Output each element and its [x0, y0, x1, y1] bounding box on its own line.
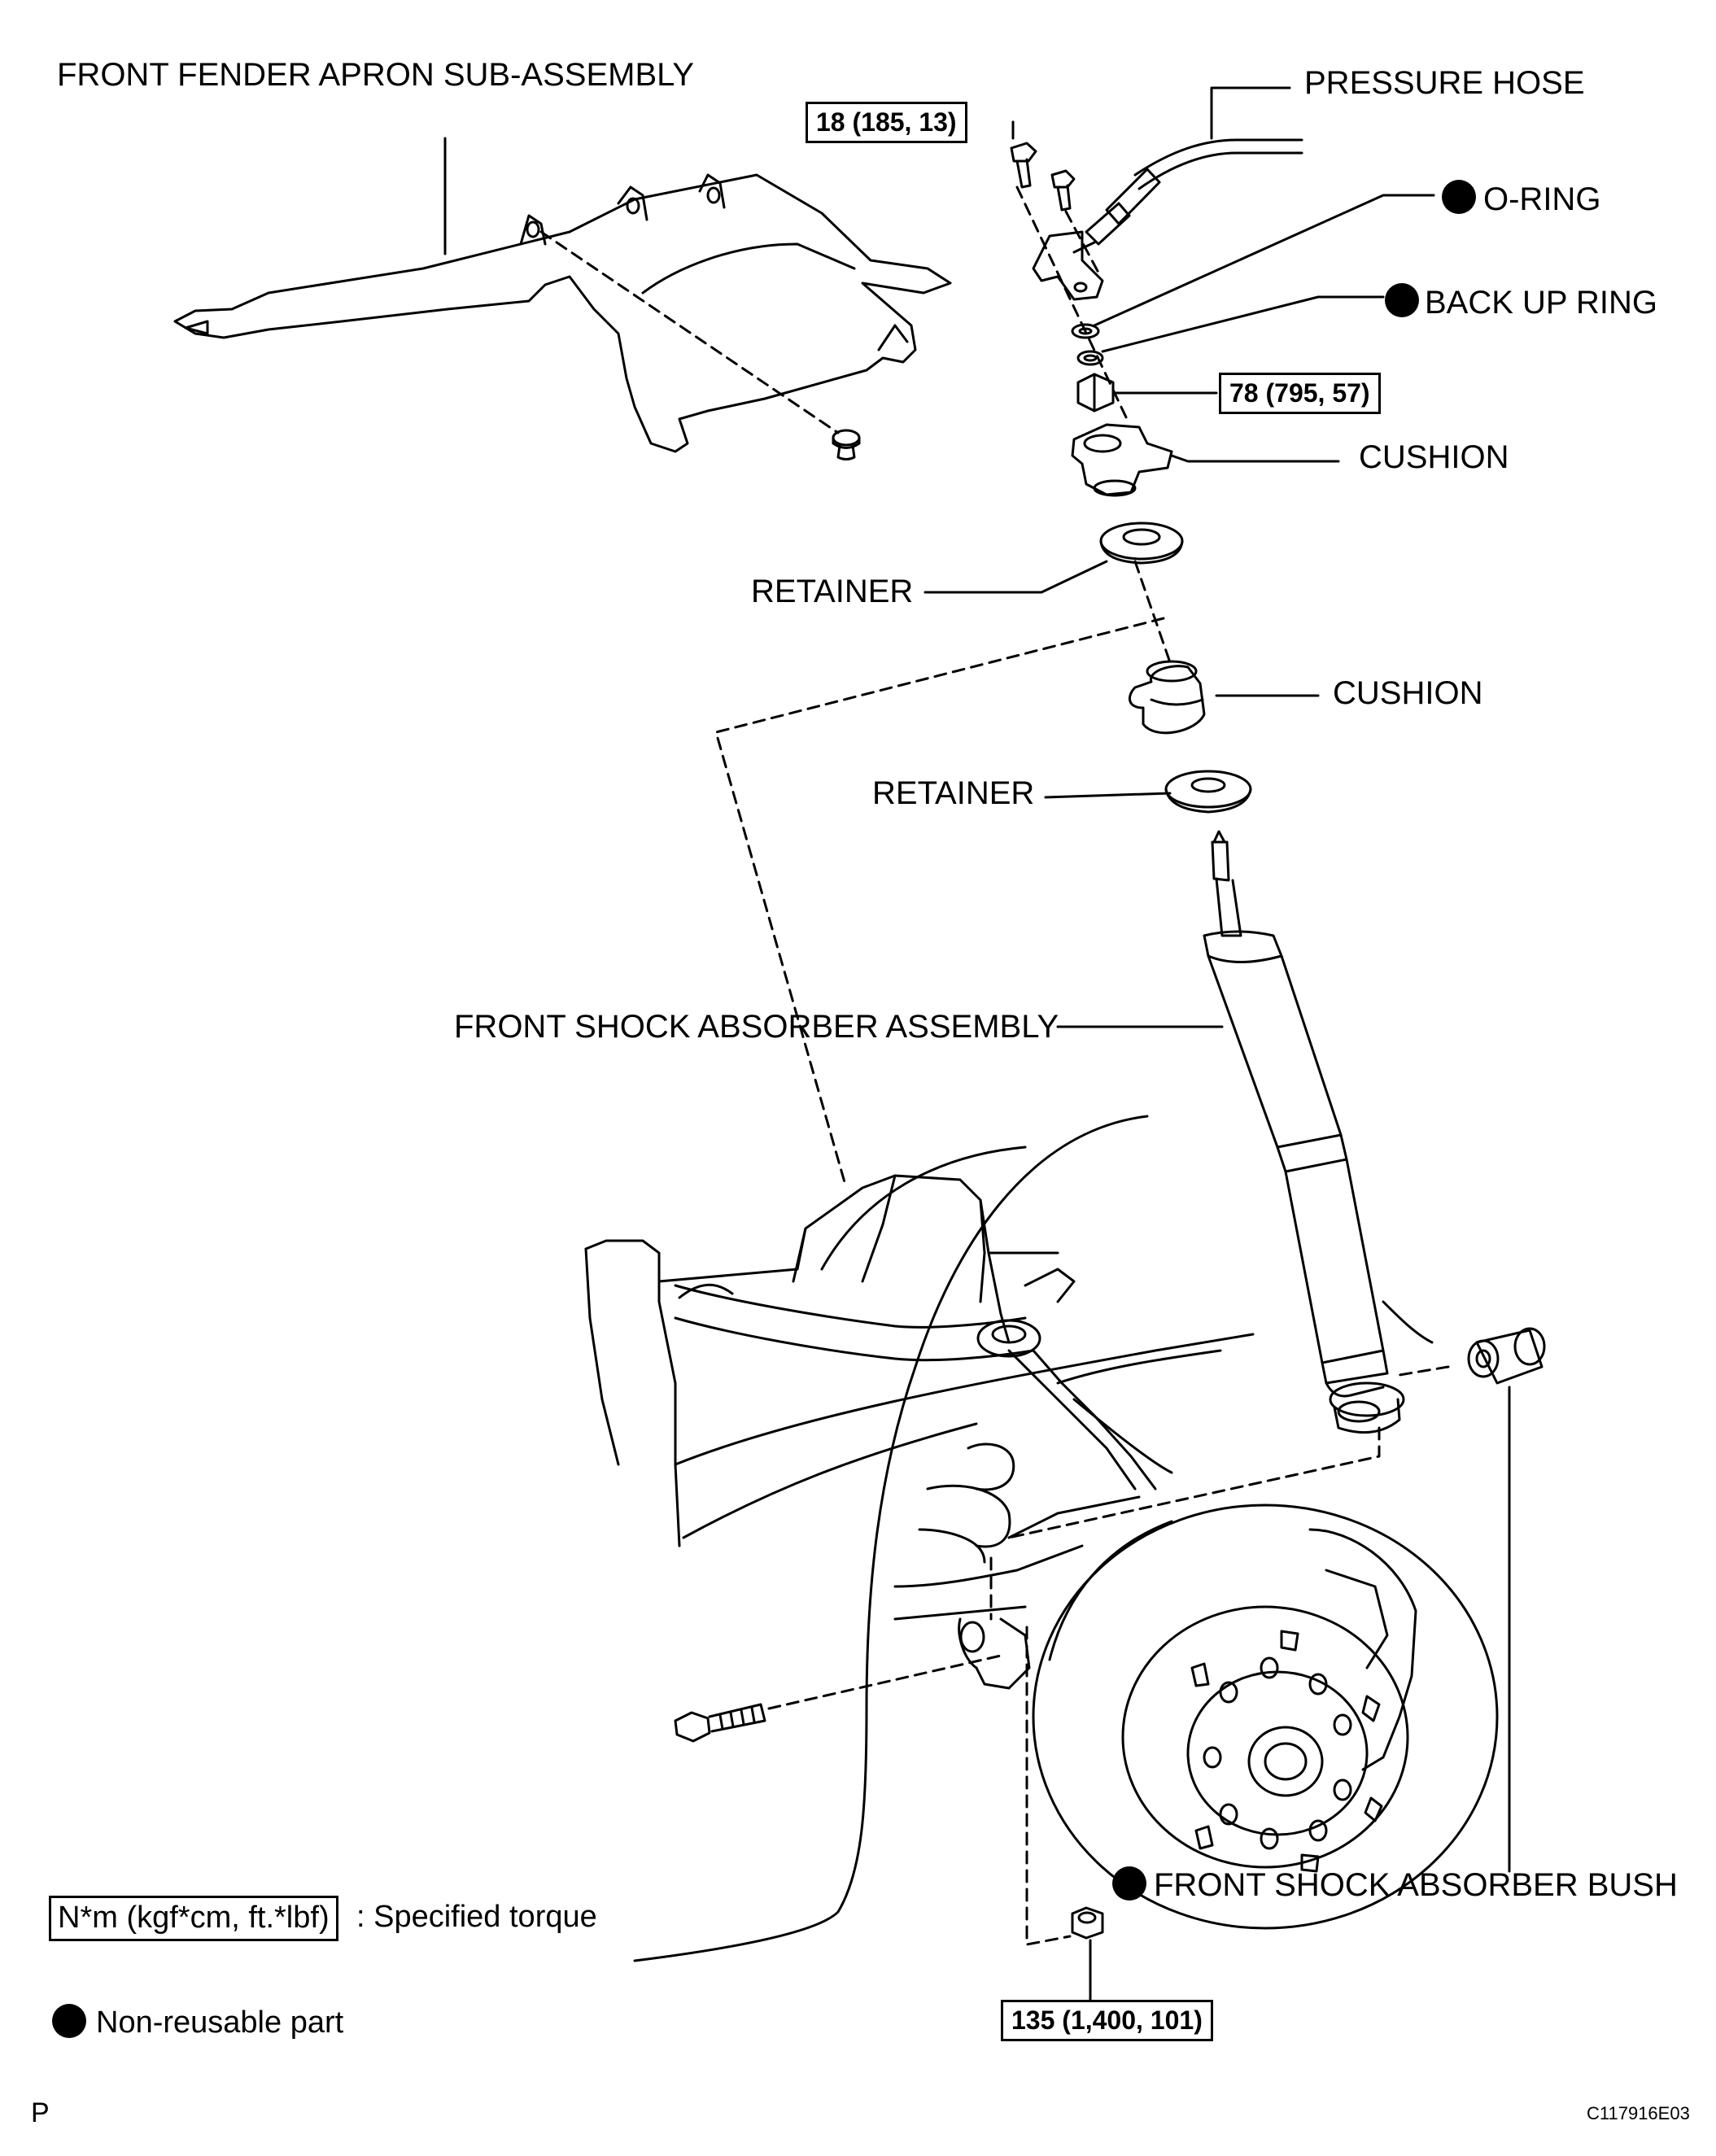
pressure-hose-drawing [1032, 138, 1303, 301]
fender-apron-drawing [173, 173, 952, 453]
torque-lower-nut: 135 (1,400, 101) [1001, 2000, 1213, 2041]
label-o-ring: O-RING [1483, 181, 1601, 217]
label-fender-apron: FRONT FENDER APRON SUB-ASSEMBLY [57, 57, 695, 93]
label-retainer-upper: RETAINER [751, 574, 914, 609]
lower-retainer-part [1164, 770, 1252, 814]
non-reusable-dot-back-up-ring [1385, 283, 1419, 317]
page-mark: P [31, 2097, 50, 2128]
lower-bolt [674, 1703, 766, 1743]
label-cushion-lower: CUSHION [1333, 675, 1483, 711]
upper-cushion-part [1071, 423, 1173, 497]
hose-bolt-2 [1050, 169, 1076, 212]
back-up-ring-part [1076, 350, 1104, 366]
lower-nut [1071, 1906, 1104, 1940]
label-shock-bush: FRONT SHOCK ABSORBER BUSH [1154, 1867, 1678, 1903]
shock-absorber-drawing [1203, 830, 1405, 1434]
apron-clip [832, 429, 861, 460]
non-reusable-dot-o-ring [1442, 180, 1476, 214]
legend-torque-box: N*m (kgf*cm, ft.*lbf) [49, 1896, 338, 1941]
legend-non-reusable-text: Non-reusable part [96, 2005, 344, 2040]
upper-nut [1076, 373, 1115, 412]
hose-bolt-1 [1010, 142, 1037, 189]
torque-hose-bolt: 18 (185, 13) [806, 102, 967, 143]
non-reusable-dot-shock-bush [1112, 1866, 1146, 1901]
figure-code: C117916E03 [1587, 2103, 1690, 2123]
lower-cushion-part [1128, 660, 1206, 735]
label-retainer-lower: RETAINER [872, 775, 1035, 811]
label-pressure-hose: PRESSURE HOSE [1304, 65, 1585, 101]
legend-non-reusable-dot [52, 2004, 86, 2038]
upper-retainer-part [1099, 522, 1184, 565]
label-cushion-upper: CUSHION [1359, 439, 1509, 475]
leader-lines [923, 86, 1511, 1873]
label-shock-absorber: FRONT SHOCK ABSORBER ASSEMBLY [454, 1009, 1059, 1045]
shock-bush-part [1467, 1327, 1546, 1385]
torque-upper-nut: 78 (795, 57) [1219, 373, 1381, 414]
legend-torque-desc: : Specified torque [356, 1900, 597, 1934]
suspension-frame-drawing [584, 1115, 1499, 1962]
label-back-up-ring: BACK UP RING [1425, 285, 1657, 321]
o-ring-part [1071, 323, 1100, 339]
